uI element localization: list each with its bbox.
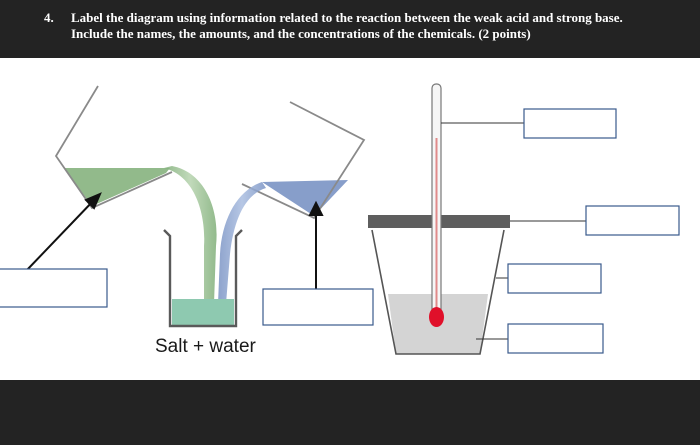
thermometer-bulb	[429, 307, 444, 327]
question-text-line-1: Label the diagram using information rela…	[71, 10, 623, 25]
calorimeter-cup	[371, 229, 505, 355]
question-number: 4.	[44, 10, 54, 25]
product-beaker	[163, 229, 243, 328]
acid-beaker-glass	[54, 85, 173, 210]
base-liquid	[262, 180, 348, 216]
lid-label-box[interactable]	[585, 205, 680, 236]
footer-bar	[0, 380, 700, 445]
diagram-panel: Salt + water	[0, 58, 700, 380]
reaction-diagram: Salt + water	[0, 83, 680, 357]
thermometer	[429, 83, 444, 327]
acid-label-box[interactable]	[0, 268, 108, 308]
cup-label-box[interactable]	[507, 263, 602, 294]
base-beaker-glass	[241, 101, 366, 220]
acid-arrow	[25, 192, 102, 272]
question-text-line-2: Include the names, the amounts, and the …	[71, 26, 531, 41]
base-label-box[interactable]	[262, 288, 374, 326]
acid-beaker	[54, 85, 173, 210]
liquid-label-box[interactable]	[507, 323, 604, 354]
base-arrow	[308, 200, 324, 294]
acid-stream	[164, 166, 217, 304]
base-beaker	[241, 101, 366, 220]
question-header: 4. Label the diagram using information r…	[0, 0, 700, 58]
product-beaker-glass	[163, 229, 243, 328]
thermometer-label-box[interactable]	[523, 108, 617, 139]
product-caption: Salt + water	[155, 336, 257, 357]
base-stream	[218, 182, 266, 304]
acid-liquid	[64, 168, 170, 206]
product-liquid	[172, 299, 234, 325]
